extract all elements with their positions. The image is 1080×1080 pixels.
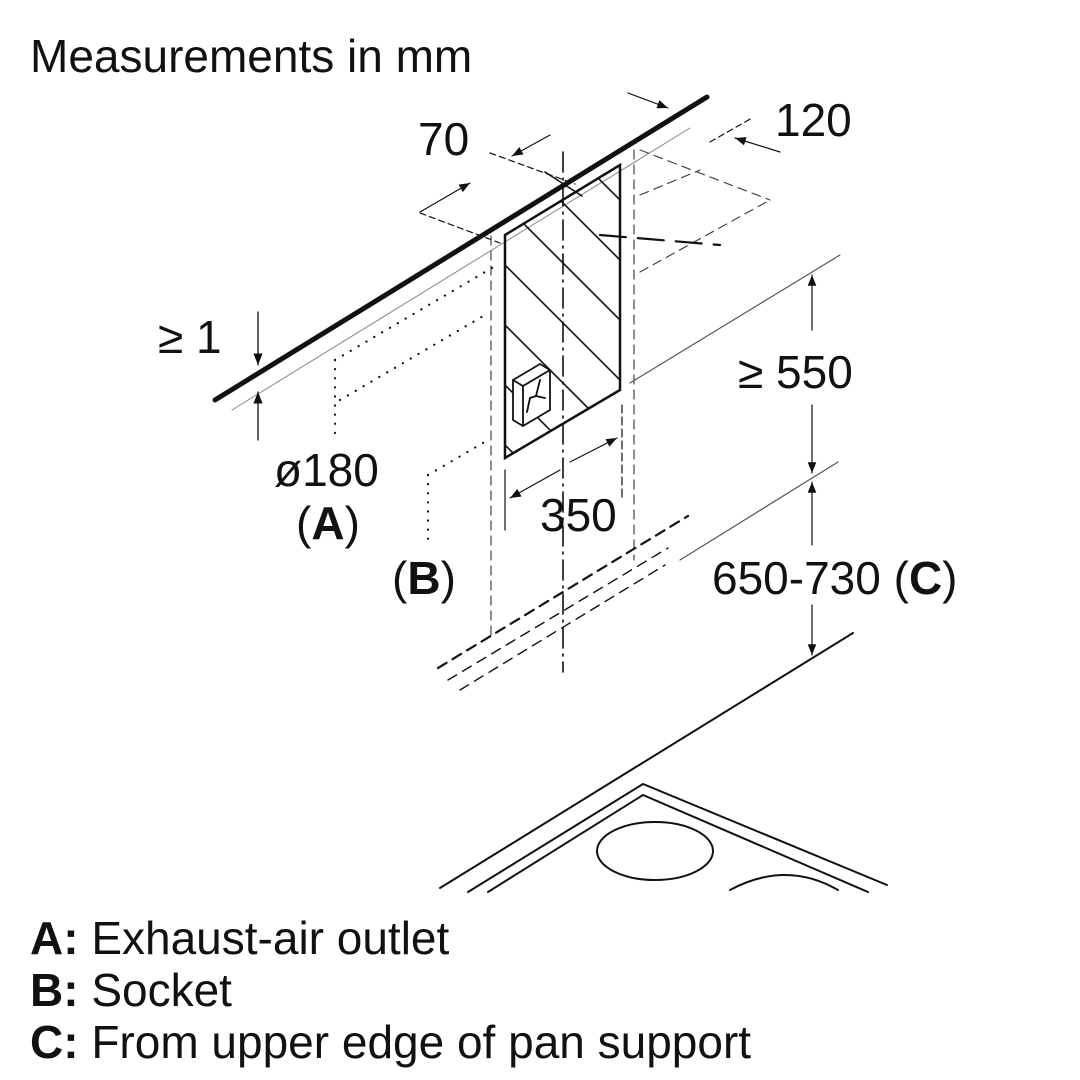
paren: ) [440,552,456,604]
legend-key: B: [30,964,79,1016]
label-b: (B) [392,553,456,603]
wall-edge [212,94,710,403]
paren: ) [942,552,958,604]
paren: ( [392,552,408,604]
legend-text: From upper edge of pan support [91,1016,752,1068]
legend-item-c: C: From upper edge of pan support [30,1016,751,1068]
label-a-letter: A [311,497,345,549]
dim-height-lines [629,254,841,656]
centre-cross [544,171,583,197]
legend-key: A: [30,912,79,964]
hob [439,632,888,893]
paren: ) [344,497,360,549]
label-a: (A) [296,498,360,548]
legend-text: Socket [91,964,232,1016]
dim-650-730-value: 650-730 [712,552,881,604]
chimney-outline [490,149,771,641]
legend-key: C: [30,1016,79,1068]
paren: ( [893,552,909,604]
hob-burner [729,874,839,891]
exhaust-outlet-path [333,263,499,437]
dim-1-label: ≥ 1 [158,311,222,363]
label-b-letter: B [407,552,441,604]
dim-70-label: 70 [418,113,470,165]
legend-item-b: B: Socket [30,964,751,1016]
dim-350-lines [504,404,623,531]
dim-180-label: ø180 [274,444,379,496]
wall-edge-inner [231,127,691,411]
dim-550-label: ≥ 550 [738,346,853,398]
dim-120-lines [627,92,781,153]
dim-350-label: 350 [540,489,617,541]
legend-item-a: A: Exhaust-air outlet [30,912,751,964]
hob-burner [596,821,714,881]
dim-120-label: 120 [775,94,852,146]
diagram-title: Measurements in mm [30,30,473,82]
legend-text: Exhaust-air outlet [91,912,450,964]
hood-bottom-outline [436,514,690,691]
dim-650-730-label: 650-730 (C) [712,553,958,603]
socket-path [426,438,490,542]
paren: ( [296,497,312,549]
label-c-letter: C [908,552,943,604]
legend: A: Exhaust-air outlet B: Socket C: From … [30,912,751,1068]
dim-70-lines [419,134,576,244]
socket-icon [512,362,551,428]
